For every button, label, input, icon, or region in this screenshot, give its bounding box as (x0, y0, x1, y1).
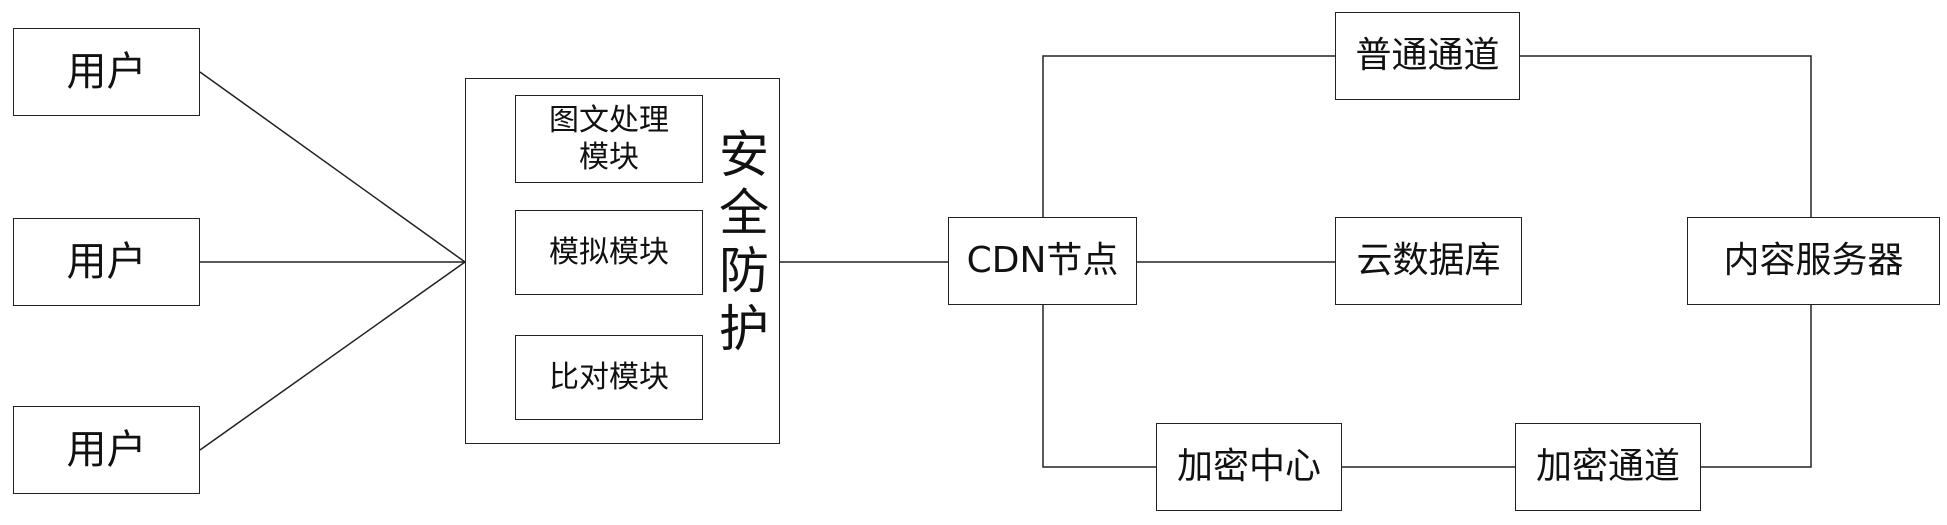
connector-cdn-normal-channel (1042, 55, 1335, 217)
simulation-module-box: 模拟模块 (515, 210, 703, 295)
user-box-3: 用户 (13, 406, 200, 494)
connector-cdn-encryption-center (1042, 305, 1156, 468)
simulation-module-label: 模拟模块 (549, 234, 669, 270)
cloud-database-box: 云数据库 (1335, 217, 1522, 305)
user-box-1: 用户 (13, 28, 200, 116)
content-server-box: 内容服务器 (1687, 217, 1940, 305)
normal-channel-label: 普通通道 (1355, 35, 1500, 77)
image-text-module-label: 图文处理模块 (549, 102, 669, 176)
cdn-node-label: CDN节点 (966, 240, 1119, 282)
security-protection-title: 安全防护 (719, 126, 769, 358)
connector-encrypted-channel-server (1701, 305, 1812, 468)
connector-user-1 (199, 71, 466, 263)
connector-user-3 (199, 261, 466, 451)
comparison-module-box: 比对模块 (515, 335, 703, 420)
cdn-node-box: CDN节点 (948, 217, 1137, 305)
normal-channel-box: 普通通道 (1335, 12, 1520, 100)
user-label: 用户 (66, 49, 147, 95)
encrypted-channel-box: 加密通道 (1515, 423, 1701, 511)
cloud-database-label: 云数据库 (1356, 240, 1501, 282)
connector-normal-channel-server (1520, 55, 1812, 217)
image-text-module-box: 图文处理模块 (515, 95, 703, 183)
user-box-2: 用户 (13, 218, 200, 306)
content-server-label: 内容服务器 (1723, 240, 1904, 282)
user-label: 用户 (66, 239, 147, 285)
encryption-center-box: 加密中心 (1156, 423, 1342, 511)
encrypted-channel-label: 加密通道 (1535, 446, 1680, 488)
encryption-center-label: 加密中心 (1176, 446, 1321, 488)
user-label: 用户 (66, 427, 147, 473)
comparison-module-label: 比对模块 (549, 359, 669, 395)
